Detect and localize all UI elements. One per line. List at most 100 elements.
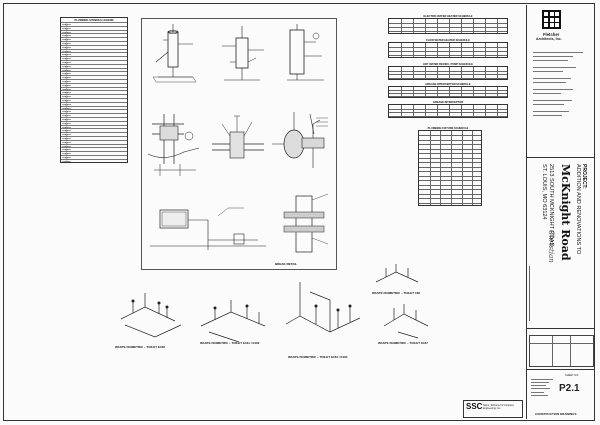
legend-row: [61, 94, 127, 99]
consultant-notes: [533, 49, 583, 119]
schedule-title: ELECTRIC WATER HEATER SCHEDULE: [423, 14, 473, 18]
firm-sub: Architects, Inc.: [536, 37, 562, 41]
legend-row: [61, 48, 127, 56]
legend-symbol: [62, 88, 71, 94]
legend-row: [61, 33, 127, 38]
schedule-table: [388, 86, 508, 98]
legend-row: [61, 86, 127, 94]
detail-small-1: [154, 164, 196, 176]
legend-row: [61, 105, 127, 113]
legend-row: [61, 98, 127, 103]
legend-symbol: [62, 129, 71, 135]
isometric-toilet-e167: [383, 304, 429, 339]
isometric-toilet-e168: [375, 264, 419, 283]
legend-row: [61, 90, 127, 95]
schedule-table: [388, 42, 508, 58]
legend-symbol: [62, 107, 71, 113]
iso-label-e163: WASTE ISOMETRIC – TOILET E163 / E164: [288, 355, 348, 359]
legend-row: [61, 128, 127, 133]
legend-row: [61, 113, 127, 118]
firm-name: Fletcher: [543, 32, 560, 37]
detail-floor-drain: [301, 119, 325, 168]
sheet-info: SHEET NO. P2.1 CONSTRUCTION DRAWINGS: [527, 369, 594, 420]
detail-expansion-tank: [287, 24, 324, 81]
legend-symbol: [62, 76, 71, 82]
iso-label-e160: WASTE ISOMETRIC – TOILET E160: [115, 345, 165, 349]
legend-symbol: [62, 31, 71, 37]
legend-symbol: [62, 61, 71, 67]
legend-symbol: [62, 53, 71, 59]
project-title: ADDITION AND RENOVATIONS TO: [575, 164, 581, 255]
issue-label: CONSTRUCTION DRAWINGS: [535, 412, 577, 416]
iso-label-e161: WASTE ISOMETRIC – TOILET E161 / E162: [200, 341, 260, 345]
detail-label-12: BREAK DETAIL: [275, 262, 298, 266]
detail-sleeve: [283, 193, 329, 253]
legend-row: [61, 44, 127, 50]
legend-symbol: [62, 114, 71, 120]
legend-symbol: [62, 118, 71, 124]
iso-label-e168: WASTE ISOMETRIC – TOILET 168: [372, 291, 420, 295]
schedule-title: FLOW WATER HEATER SCHEDULE: [426, 38, 470, 42]
legend-row: [61, 139, 127, 147]
legend-symbol: [62, 91, 71, 97]
legend-symbol: [62, 65, 71, 71]
legend-symbol: [62, 57, 71, 63]
legend-row: [61, 151, 127, 156]
detail-thermostatic: [212, 115, 264, 159]
stamp-area: [529, 266, 542, 321]
legend-symbol: [62, 141, 71, 147]
legend-symbol: [62, 126, 71, 132]
legend-row: [61, 136, 127, 141]
legend-symbol: [62, 27, 71, 33]
legend-row: [61, 63, 127, 71]
legend-row: [61, 109, 127, 114]
legend-symbol: [62, 99, 71, 105]
legend-row: [61, 143, 127, 151]
legend-symbol: [62, 122, 71, 128]
schedule-title: GREASE INTERCEPTOR: [432, 100, 464, 104]
details-area: [141, 18, 337, 270]
schedule-table: [388, 104, 508, 118]
legend-title: PLUMBING SYMBOLS LEGEND: [74, 18, 114, 22]
legend-symbol: [62, 103, 71, 109]
schedule-table: [388, 18, 508, 34]
consultant-name: Sams, Schreiner & Company Engineering, I…: [483, 404, 514, 410]
legend-row: [61, 155, 127, 160]
isometric-toilet-e163: [285, 282, 361, 333]
project-label: PROJECT:: [581, 164, 587, 189]
legend-symbol: [62, 145, 71, 151]
legend-symbol: [62, 110, 71, 116]
schedule-title: GREASE INTERCEPTOR SCHEDULE: [425, 82, 471, 86]
legend-row: [61, 158, 127, 164]
firm-logo: [542, 10, 561, 29]
detail-water-heater-2: [222, 26, 264, 81]
schedule-table: [418, 130, 482, 206]
legend-symbol: [62, 50, 71, 56]
legend-row: [61, 22, 127, 27]
legend-row: [61, 120, 127, 128]
legend-row: [61, 101, 127, 109]
legend-symbol: [62, 137, 71, 143]
legend-row: [61, 29, 127, 37]
legend-row: [61, 25, 127, 33]
isometric-toilet-e160: [120, 293, 182, 338]
legend-row: [61, 41, 127, 46]
sheet-border: [3, 3, 595, 421]
legend-row: [61, 37, 127, 42]
legend-symbol: [62, 69, 71, 75]
legend-row: [61, 56, 127, 61]
project-block: PROJECT: ADDITION AND RENOVATIONS TO McK…: [527, 157, 594, 329]
iso-label-e167: WASTE ISOMETRIC – TOILET E167: [378, 341, 428, 345]
legend-symbol: [62, 156, 71, 162]
legend-row: [61, 75, 127, 80]
legend-row: [61, 124, 127, 132]
schedule-title: PLUMBING FIXTURE SCHEDULE: [427, 126, 469, 130]
legend-row: [61, 147, 127, 152]
info-lines: [531, 376, 553, 398]
legend-row: [61, 79, 127, 84]
legend-symbol: [62, 38, 71, 44]
legend-symbol: [62, 148, 71, 154]
schedule-title: HOT WATER RECIRC. PUMP SCHEDULE: [423, 62, 473, 66]
detail-mixing-valve: [147, 114, 200, 164]
